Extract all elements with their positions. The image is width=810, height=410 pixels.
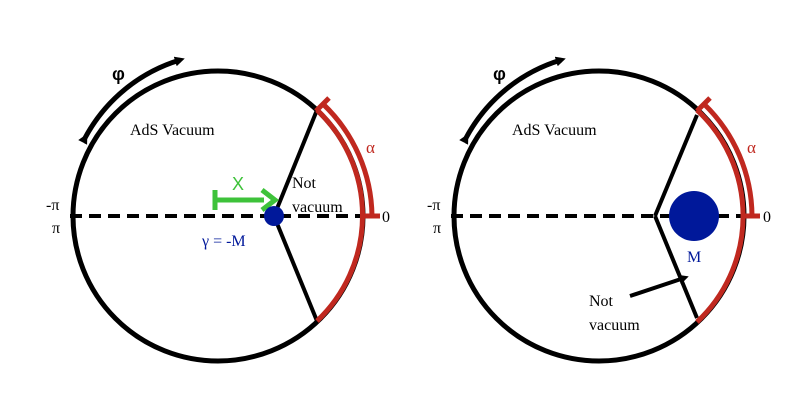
- left-x-label: X: [232, 174, 244, 194]
- left-alpha-tick-top: [314, 96, 331, 113]
- right-region-label: AdS Vacuum: [512, 122, 597, 139]
- right-panel: φ AdS Vacuum α -π π 0 M Not vacuum: [427, 56, 771, 364]
- right-lower-spoke: [653, 215, 699, 319]
- left-alpha-outer-arc: [321, 102, 375, 217]
- right-not-vacuum-line1: Not: [589, 293, 614, 310]
- right-phi-label: φ: [493, 64, 506, 84]
- left-particle: [264, 206, 284, 226]
- right-alpha-label: α: [747, 138, 756, 157]
- right-phi-arc: [459, 56, 566, 145]
- right-minus-pi-label: -π: [427, 197, 440, 214]
- left-panel: φ AdS Vacuum α -π π 0 X Not vacuum γ = -…: [46, 56, 390, 364]
- right-mass-label: M: [687, 249, 701, 266]
- left-upper-spoke: [272, 109, 319, 217]
- left-not-vacuum-line2: vacuum: [292, 199, 343, 216]
- right-upper-spoke: [653, 114, 699, 217]
- left-alpha-label: α: [366, 138, 375, 157]
- left-minus-pi-label: -π: [46, 197, 59, 214]
- right-zero-label: 0: [763, 209, 771, 226]
- left-phi-arc: [78, 56, 185, 145]
- right-mass-disk: [669, 191, 719, 241]
- left-region-label: AdS Vacuum: [130, 122, 215, 139]
- right-pi-label: π: [433, 220, 441, 237]
- left-x-arrow: [212, 188, 280, 212]
- left-gamma-label: γ = -M: [201, 233, 246, 250]
- left-not-vacuum-line1: Not: [292, 175, 317, 192]
- right-not-vacuum-arrow: [629, 274, 689, 298]
- right-not-vacuum-line2: vacuum: [589, 317, 640, 334]
- right-alpha-tick-top: [695, 96, 712, 113]
- right-alpha-inner-arc: [695, 108, 746, 324]
- left-lower-spoke: [272, 215, 319, 322]
- left-alpha-inner-arc: [315, 108, 366, 323]
- right-alpha-outer-arc: [702, 102, 755, 217]
- left-pi-label: π: [52, 220, 60, 237]
- left-zero-label: 0: [382, 209, 390, 226]
- left-phi-label: φ: [112, 64, 125, 84]
